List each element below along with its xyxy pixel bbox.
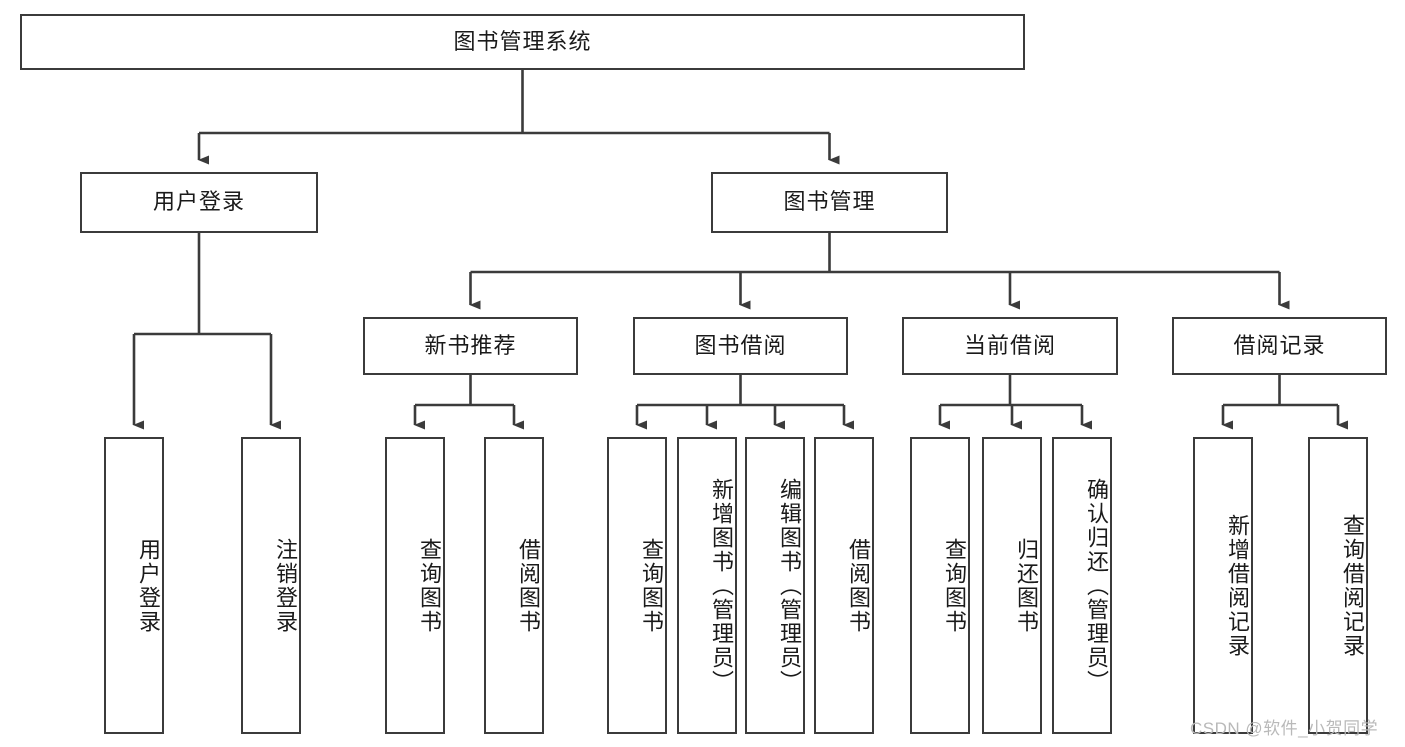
node-current-borrow[interactable]: 当前借阅: [902, 317, 1118, 375]
node-label: 确认归还（管理员）: [1084, 477, 1109, 694]
node-label: 借阅图书: [516, 537, 541, 634]
node-leaf-borrow-book[interactable]: 借阅图书: [814, 437, 874, 734]
node-label: 新增图书（管理员）: [709, 477, 734, 694]
node-leaf-query-book-borrow[interactable]: 查询图书: [607, 437, 667, 734]
node-label: 借阅图书: [846, 537, 871, 634]
node-borrow-record[interactable]: 借阅记录: [1172, 317, 1387, 375]
node-leaf-logout[interactable]: 注销登录: [241, 437, 301, 734]
node-leaf-edit-book-admin[interactable]: 编辑图书（管理员）: [745, 437, 805, 734]
node-leaf-add-borrow-record[interactable]: 新增借阅记录: [1193, 437, 1253, 734]
node-root-book-management-system[interactable]: 图书管理系统: [20, 14, 1025, 70]
node-leaf-query-borrow-record[interactable]: 查询借阅记录: [1308, 437, 1368, 734]
node-book-management[interactable]: 图书管理: [711, 172, 948, 233]
node-leaf-query-book-recommend[interactable]: 查询图书: [385, 437, 445, 734]
node-label: 编辑图书（管理员）: [777, 477, 802, 694]
node-leaf-borrow-book-recommend[interactable]: 借阅图书: [484, 437, 544, 734]
node-label: 当前借阅: [963, 332, 1056, 358]
node-label: 图书借阅: [694, 332, 787, 358]
node-label: 用户登录: [152, 189, 245, 215]
node-label: 图书管理: [783, 189, 876, 215]
node-user-login[interactable]: 用户登录: [80, 172, 318, 233]
node-leaf-confirm-return-admin[interactable]: 确认归还（管理员）: [1052, 437, 1112, 734]
node-label: 新书推荐: [424, 332, 517, 358]
csdn-watermark: CSDN @软件_小贺同学: [1190, 719, 1379, 738]
node-leaf-query-book-current[interactable]: 查询图书: [910, 437, 970, 734]
node-label: 图书管理系统: [453, 28, 592, 54]
node-label: 借阅记录: [1233, 332, 1326, 358]
node-leaf-user-login[interactable]: 用户登录: [104, 437, 164, 734]
node-new-book-recommend[interactable]: 新书推荐: [363, 317, 578, 375]
node-label: 新增借阅记录: [1225, 513, 1250, 658]
node-label: 查询图书: [417, 537, 442, 634]
node-label: 查询图书: [639, 537, 664, 634]
node-leaf-add-book-admin[interactable]: 新增图书（管理员）: [677, 437, 737, 734]
node-label: 查询图书: [942, 537, 967, 634]
node-leaf-return-book[interactable]: 归还图书: [982, 437, 1042, 734]
node-label: 用户登录: [136, 537, 161, 634]
node-label: 归还图书: [1014, 537, 1039, 634]
node-label: 注销登录: [273, 537, 298, 634]
node-book-borrow[interactable]: 图书借阅: [633, 317, 848, 375]
node-label: 查询借阅记录: [1340, 513, 1365, 658]
